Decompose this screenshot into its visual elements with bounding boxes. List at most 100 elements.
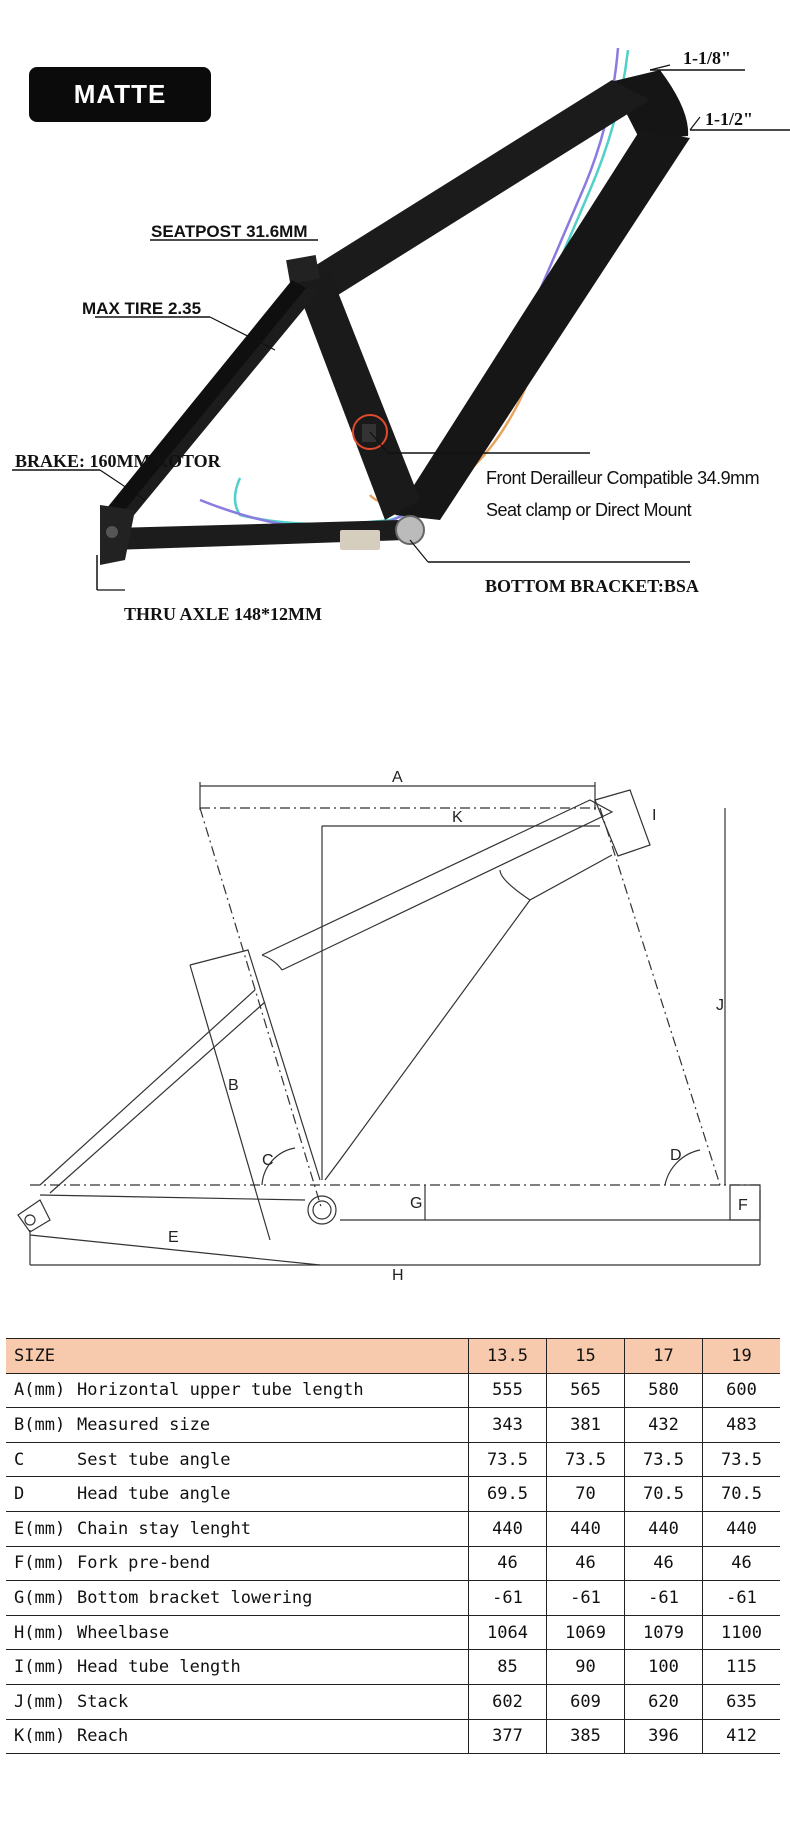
geometry-diagram: A K I J B C D G F E H — [17, 769, 761, 1280]
parameter-code: A(mm) — [14, 1380, 66, 1401]
parameter-name: Measured size — [77, 1414, 211, 1435]
table-row: G(mm)Bottom bracket lowering-61-61-61-61 — [6, 1580, 780, 1616]
table-cell-value: 85 — [468, 1649, 547, 1685]
parameter-name: Horizontal upper tube length — [77, 1380, 364, 1401]
table-cell-parameter: K(mm) Reach — [6, 1719, 469, 1755]
table-cell-value: 440 — [702, 1511, 780, 1547]
table-cell-value: 100 — [624, 1649, 703, 1685]
table-cell-value: 440 — [624, 1511, 703, 1547]
table-header-size: 17 — [624, 1338, 703, 1374]
table-cell-value: 115 — [702, 1649, 780, 1685]
dim-label-c: C — [262, 1152, 274, 1169]
table-cell-value: 46 — [702, 1546, 780, 1582]
frame-photo — [12, 47, 790, 591]
callout-derailleur-line1: Front Derailleur Compatible 34.9mm — [486, 468, 760, 488]
dim-label-i: I — [652, 807, 656, 824]
table-header-size: 19 — [702, 1338, 780, 1374]
table-cell-value: 385 — [546, 1719, 625, 1755]
table-cell-value: 381 — [546, 1407, 625, 1443]
table-cell-value: 396 — [624, 1719, 703, 1755]
parameter-code: J(mm) — [14, 1691, 66, 1712]
bb-shell — [395, 515, 425, 545]
table-header-size: 13.5 — [468, 1338, 547, 1374]
parameter-name: Chain stay lenght — [77, 1518, 251, 1539]
dim-label-g: G — [410, 1195, 422, 1212]
dim-label-f: F — [738, 1197, 748, 1214]
dim-label-d: D — [670, 1147, 682, 1164]
dim-label-a: A — [392, 769, 403, 786]
parameter-name: Stack — [77, 1691, 129, 1712]
table-cell-value: 46 — [468, 1546, 547, 1582]
table-cell-value: 602 — [468, 1684, 547, 1720]
table-cell-value: 343 — [468, 1407, 547, 1443]
table-cell-value: 70.5 — [624, 1476, 703, 1512]
table-cell-value: 483 — [702, 1407, 780, 1443]
dim-label-k: K — [452, 809, 463, 826]
parameter-name: Head tube angle — [77, 1484, 231, 1505]
table-cell-value: 1064 — [468, 1615, 547, 1651]
derailleur-mount-highlight — [352, 414, 388, 450]
table-cell-value: 46 — [624, 1546, 703, 1582]
dropout — [100, 505, 135, 565]
table-cell-value: 440 — [468, 1511, 547, 1547]
table-cell-parameter: G(mm) Bottom bracket lowering — [6, 1580, 469, 1616]
callout-brake: BRAKE: 160MM ROTOR — [15, 451, 221, 471]
table-cell-parameter: J(mm) Stack — [6, 1684, 469, 1720]
parameter-name: Head tube length — [77, 1657, 241, 1678]
parameter-name: Wheelbase — [77, 1622, 170, 1643]
chain-stay — [112, 520, 405, 550]
table-cell-parameter: H(mm) Wheelbase — [6, 1615, 469, 1651]
parameter-name: Fork pre-bend — [77, 1553, 211, 1574]
matte-badge: MATTE — [29, 67, 211, 122]
table-cell-parameter: A(mm) Horizontal upper tube length — [6, 1373, 469, 1409]
table-cell-value: 555 — [468, 1373, 547, 1409]
table-cell-value: -61 — [546, 1580, 625, 1616]
parameter-code: K(mm) — [14, 1726, 66, 1747]
table-header-size: 15 — [546, 1338, 625, 1374]
table-cell-value: 635 — [702, 1684, 780, 1720]
parameter-code: I(mm) — [14, 1657, 66, 1678]
head-tube — [610, 70, 689, 140]
table-cell-value: 1079 — [624, 1615, 703, 1651]
table-cell-value: 73.5 — [546, 1442, 625, 1478]
callout-head-top: 1-1/8" — [683, 48, 731, 68]
table-cell-value: 412 — [702, 1719, 780, 1755]
table-cell-parameter: E(mm) Chain stay lenght — [6, 1511, 469, 1547]
seat-tube — [290, 270, 420, 520]
dim-label-e: E — [168, 1229, 179, 1246]
table-cell-value: 377 — [468, 1719, 547, 1755]
callout-bottom-bracket: BOTTOM BRACKET:BSA — [485, 576, 699, 596]
table-cell-value: -61 — [624, 1580, 703, 1616]
table-header-size-label: SIZE — [6, 1338, 469, 1374]
dim-label-h: H — [392, 1267, 404, 1280]
table-cell-value: 600 — [702, 1373, 780, 1409]
dim-label-b: B — [228, 1077, 239, 1094]
parameter-code: G(mm) — [14, 1587, 66, 1608]
parameter-name: Reach — [77, 1726, 129, 1747]
parameter-code: H(mm) — [14, 1622, 66, 1643]
table-cell-value: 70.5 — [702, 1476, 780, 1512]
table-cell-value: 580 — [624, 1373, 703, 1409]
table-cell-value: 1069 — [546, 1615, 625, 1651]
table-cell-parameter: I(mm) Head tube length — [6, 1649, 469, 1685]
parameter-code: D — [14, 1484, 25, 1505]
table-cell-value: 46 — [546, 1546, 625, 1582]
parameter-code: E(mm) — [14, 1518, 66, 1539]
parameter-name: Bottom bracket lowering — [77, 1587, 313, 1608]
table-cell-value: 73.5 — [624, 1442, 703, 1478]
table-cell-value: 620 — [624, 1684, 703, 1720]
table-cell-value: 73.5 — [702, 1442, 780, 1478]
callout-max-tire: MAX TIRE 2.35 — [82, 299, 202, 318]
geometry-table: SIZE 13.5 15 17 19 A(mm) Horizontal upper… — [6, 1338, 780, 1755]
table-cell-parameter: B(mm)Measured size — [6, 1407, 469, 1443]
